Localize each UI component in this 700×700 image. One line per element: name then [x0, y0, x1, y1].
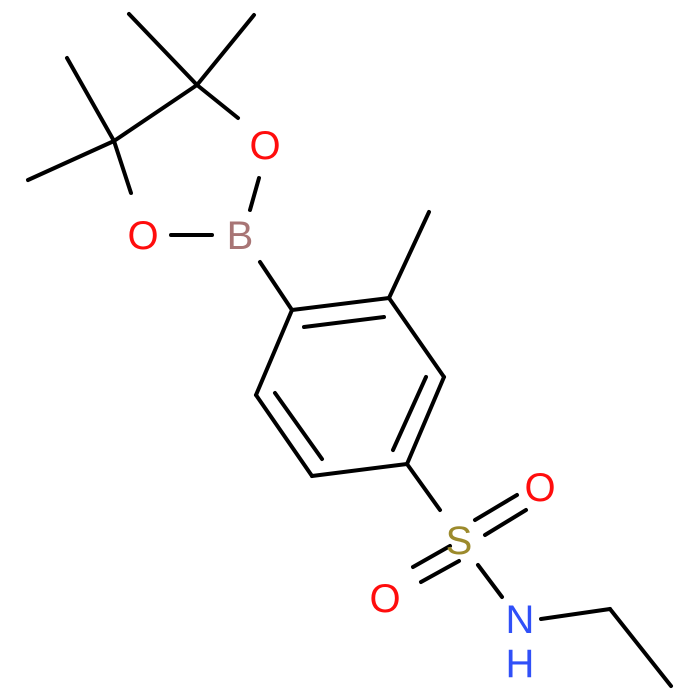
- atom-boron: B: [227, 214, 254, 258]
- bond-s-n: [476, 563, 504, 599]
- bond-methyl-c4-a: [127, 12, 199, 87]
- bond-c4-c5r: [310, 462, 409, 478]
- bond-methyl-c4-b: [195, 13, 256, 87]
- atom-oxygen-sulfonyl-right: O: [524, 466, 555, 510]
- bond-c2-c3: [387, 296, 446, 379]
- bond-c4-o-top: [195, 83, 240, 120]
- bond-c4-c5: [112, 83, 199, 143]
- bond-c1-c2-inner: [302, 315, 386, 329]
- bond-c3-c4: [405, 375, 446, 466]
- bond-c5r-c6: [254, 393, 314, 478]
- bond-ch2-ch3: [608, 607, 673, 688]
- atom-oxygen-sulfonyl-left: O: [369, 577, 400, 621]
- bond-c2-methyl: [387, 210, 431, 300]
- atom-oxygen-ring-top: O: [249, 124, 280, 168]
- bond-c1-c2: [290, 296, 391, 312]
- bond-s-o-left-b: [419, 559, 461, 584]
- bond-c5r-c6-inner: [273, 391, 324, 461]
- bond-c5-o-left: [112, 139, 133, 195]
- bond-n-ch2: [539, 607, 612, 621]
- bond-c6-c1: [254, 308, 294, 397]
- bond-methyl-c5-b: [26, 139, 116, 182]
- atom-nitrogen: N: [506, 598, 535, 642]
- bond-s-o-right-b: [483, 508, 528, 537]
- bond-methyl-c5-a: [65, 56, 116, 143]
- bond-b-c1: [258, 260, 294, 312]
- bond-s-o-left-a: [411, 544, 452, 569]
- atom-hydrogen-on-nitrogen: H: [506, 642, 535, 686]
- atom-sulfur: S: [446, 519, 473, 563]
- bond-s-o-right-a: [473, 493, 519, 522]
- bond-c4-s: [405, 462, 442, 512]
- atom-oxygen-ring-left: O: [127, 214, 158, 258]
- bond-c3-c4-inner: [391, 375, 428, 452]
- bond-o-top-b: [248, 176, 261, 212]
